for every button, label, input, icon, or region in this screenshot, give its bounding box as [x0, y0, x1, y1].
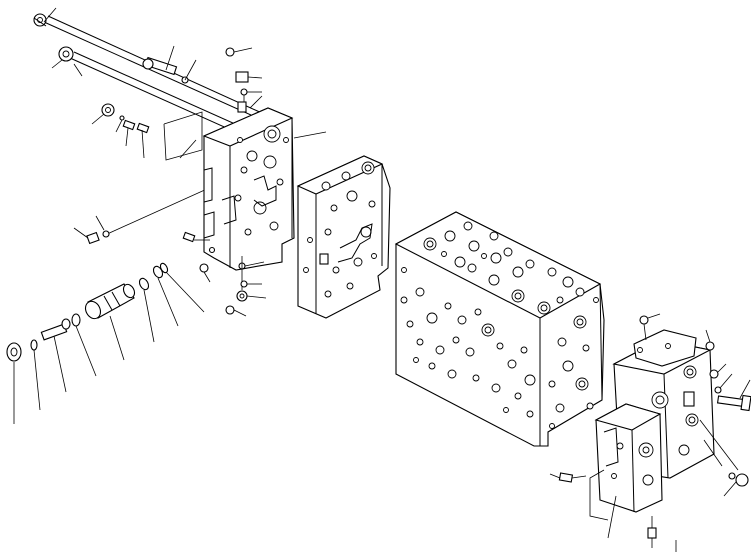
spool-small-parts: [6, 313, 81, 362]
plug-top: [225, 47, 263, 110]
nut-upper-left: [58, 46, 74, 62]
leader-bracket: [163, 111, 203, 161]
tie-rods: [43, 15, 265, 236]
spool-assembly: [84, 262, 169, 320]
fittings-below-left-plate: [225, 256, 267, 317]
leader-lines-spool: [13, 271, 205, 424]
leader-lines-top-left: [43, 7, 83, 77]
bolt-rod-left: [73, 215, 110, 245]
valve-section-middle: [296, 155, 391, 319]
bolt-horizontal-top: [142, 45, 197, 84]
nut-top-left: [33, 13, 47, 27]
end-plate-left: [202, 101, 295, 271]
end-plate-right: [594, 329, 715, 513]
small-bolts-plate: [182, 231, 216, 283]
fittings-right: [549, 313, 751, 552]
fittings-left: [91, 103, 150, 159]
valve-main-block: [394, 211, 605, 447]
leader-lines-plate: [249, 95, 327, 139]
